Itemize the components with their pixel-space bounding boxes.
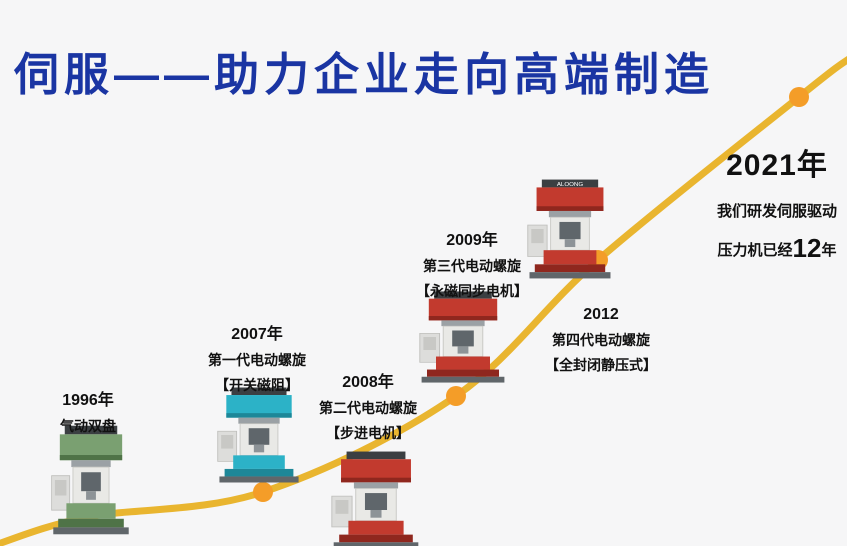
endpoint-line1: 我们研发伺服驱动 <box>716 203 837 220</box>
endpoint-line2-prefix: 压力机已经 <box>717 242 793 259</box>
milestone-year: 2008年 <box>342 374 394 391</box>
milestone-desc: 第三代电动螺旋 <box>423 258 521 274</box>
endpoint-years-count: 12 <box>792 233 822 263</box>
endpoint-line2-suffix: 年 <box>821 242 837 259</box>
endpoint-year: 2021年 <box>726 149 828 182</box>
milestone-label-2012: 2012 第四代电动螺旋 【全封闭静压式】 <box>536 306 666 374</box>
milestone-desc: 第二代电动螺旋 <box>319 400 417 416</box>
endpoint-line2: 压力机已经12年 <box>698 233 847 264</box>
press-machine-1996-icon <box>50 424 132 536</box>
milestone-desc: 第一代电动螺旋 <box>208 352 306 368</box>
milestone-desc: 气动双盘 <box>60 418 116 434</box>
milestone-dot-2021 <box>789 87 809 107</box>
milestone-label-2007: 2007年 第一代电动螺旋 【开关磁阻】 <box>192 320 322 394</box>
milestone-year: 1996年 <box>62 392 114 409</box>
milestone-subdesc: 【全封闭静压式】 <box>545 356 657 373</box>
page-title: 伺服——助力企业走向高端制造 <box>14 49 715 100</box>
milestone-label-2021: 2021年 我们研发伺服驱动 压力机已经12年 <box>698 140 847 264</box>
milestone-label-2008: 2008年 第二代电动螺旋 【步进电机】 <box>308 368 428 442</box>
press-machine-2007-icon <box>216 386 302 484</box>
milestone-desc: 第四代电动螺旋 <box>552 332 650 348</box>
milestone-year: 2007年 <box>231 326 283 343</box>
milestone-label-2009: 2009年 第三代电动螺旋 【永磁同步电机】 <box>408 226 536 300</box>
milestone-subdesc: 【开关磁阻】 <box>215 376 299 393</box>
milestone-dot-2008 <box>446 386 466 406</box>
press-machine-2009-icon <box>418 290 508 384</box>
milestone-year: 2009年 <box>446 232 498 249</box>
milestone-dot-2007 <box>253 482 273 502</box>
machine-brand-text: ALOONG <box>557 182 584 188</box>
milestone-label-1996: 1996年 气动双盘 <box>33 386 143 435</box>
milestone-subdesc: 【步进电机】 <box>326 424 410 441</box>
press-machine-2012-icon: ALOONG <box>526 178 614 280</box>
press-machine-2008-icon <box>330 450 422 546</box>
milestone-year: 2012 <box>583 306 619 323</box>
milestone-subdesc: 【永磁同步电机】 <box>416 282 528 299</box>
